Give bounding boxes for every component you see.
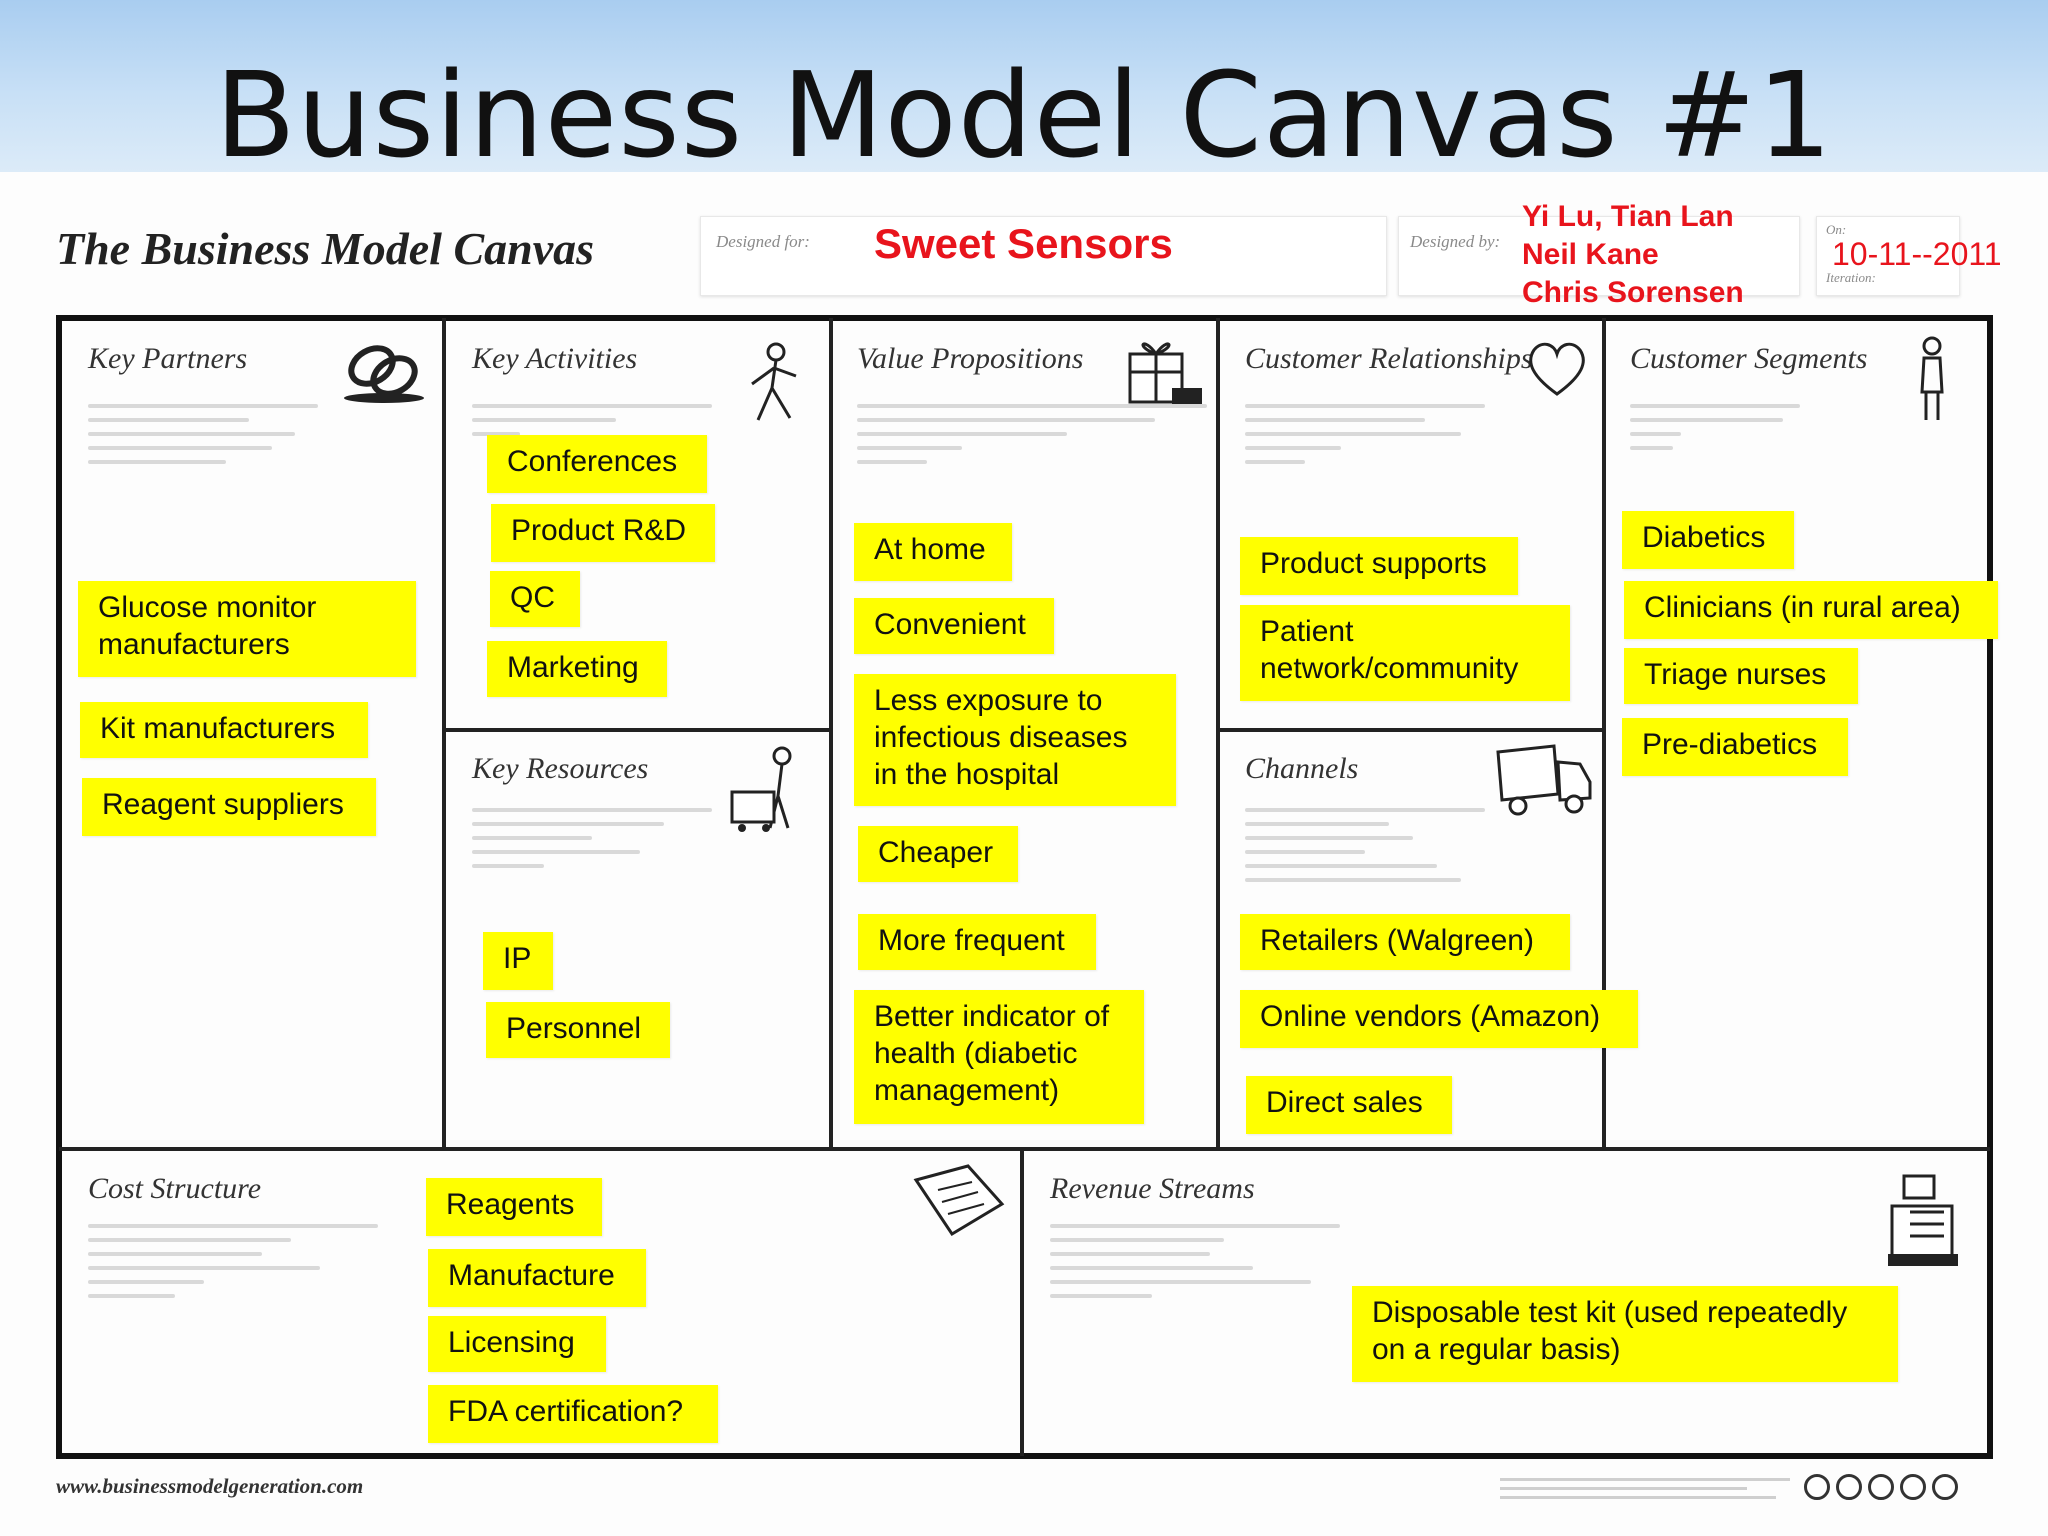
- sticky-note: Diabetics: [1622, 511, 1794, 569]
- sticky-note: Better indicator of health (diabetic man…: [854, 990, 1144, 1124]
- divider: [829, 318, 833, 1150]
- sticky-note: Conferences: [487, 435, 707, 493]
- sticky-note: Marketing: [487, 641, 667, 697]
- sticky-note: Convenient: [854, 598, 1054, 654]
- title-banner: [0, 0, 2048, 172]
- section-title-key-partners: Key Partners: [88, 342, 248, 375]
- by-icon: [1836, 1474, 1862, 1500]
- sticky-note: Personnel: [486, 1002, 670, 1058]
- sticky-note: Triage nurses: [1624, 648, 1858, 704]
- divider: [1602, 318, 1606, 1150]
- section-title-customer-segments: Customer Segments: [1630, 342, 1868, 375]
- sa-icon: [1868, 1474, 1894, 1500]
- guidance-text: [472, 808, 712, 878]
- guidance-text: [857, 404, 1207, 474]
- person-icon: [1920, 336, 1944, 420]
- sticky-note: More frequent: [858, 914, 1096, 970]
- divider: [442, 318, 446, 1150]
- guidance-text: [1050, 1224, 1340, 1308]
- sticky-note: FDA certification?: [428, 1385, 718, 1443]
- sticky-note: Online vendors (Amazon): [1240, 990, 1638, 1048]
- footer-url: www.businessmodelgeneration.com: [56, 1474, 364, 1498]
- nc-icon: [1900, 1474, 1926, 1500]
- sticky-note: Pre-diabetics: [1622, 718, 1848, 776]
- guidance-text: [88, 404, 318, 474]
- worker-icon: [751, 342, 797, 421]
- sticky-note: Reagent suppliers: [82, 778, 376, 836]
- designed-for-label: Designed for:: [716, 232, 810, 251]
- sticky-note: Product supports: [1240, 537, 1518, 595]
- sticky-note: Patient network/community: [1240, 605, 1570, 701]
- designed-by-box: [1398, 216, 1800, 296]
- iteration-label: Iteration:: [1826, 270, 1876, 285]
- section-title-cost-structure: Cost Structure: [88, 1172, 262, 1205]
- divider: [444, 728, 831, 732]
- on-label: On:: [1826, 222, 1847, 237]
- designer-line-2: Neil Kane: [1522, 238, 1659, 271]
- price-tag-icon: [913, 1164, 1005, 1237]
- sticky-note: Less exposure to infectious diseases in …: [854, 674, 1176, 806]
- cc-icon: [1804, 1474, 1830, 1500]
- designer-line-3: Chris Sorensen: [1522, 276, 1744, 309]
- guidance-text: [1245, 404, 1485, 474]
- designer-line-1: Yi Lu, Tian Lan: [1522, 200, 1734, 233]
- cash-register-icon: [1888, 1174, 1958, 1266]
- designed-for-value: Sweet Sensors: [874, 220, 1173, 267]
- section-title-key-resources: Key Resources: [472, 752, 649, 785]
- sticky-note: Disposable test kit (used repeatedly on …: [1352, 1286, 1898, 1382]
- guidance-text: [1630, 404, 1800, 460]
- sticky-note: Direct sales: [1246, 1076, 1452, 1134]
- divider: [1218, 728, 1604, 732]
- guidance-text: [472, 404, 712, 446]
- sticky-note: Reagents: [426, 1178, 602, 1236]
- info-icon: [1932, 1474, 1958, 1500]
- sticky-note: Retailers (Walgreen): [1240, 914, 1570, 970]
- sticky-note: QC: [490, 571, 580, 627]
- section-title-channels: Channels: [1245, 752, 1359, 785]
- sticky-note: Licensing: [428, 1316, 606, 1372]
- delivery-truck-icon: [1496, 744, 1592, 816]
- section-title-key-activities: Key Activities: [472, 342, 638, 375]
- heart-icon: [1529, 342, 1585, 396]
- sticky-note: Product R&D: [491, 504, 715, 562]
- license-fine-print: [1500, 1478, 1790, 1505]
- sticky-note: Kit manufacturers: [80, 702, 368, 758]
- canvas-heading: The Business Model Canvas: [56, 223, 595, 274]
- chain-links-icon: [344, 345, 424, 403]
- section-title-customer-relationships: Customer Relationships: [1245, 342, 1533, 375]
- designed-by-label: Designed by:: [1410, 232, 1501, 251]
- divider: [1216, 318, 1220, 1150]
- sticky-note: At home: [854, 523, 1012, 581]
- sticky-note: IP: [483, 932, 553, 990]
- date-value: 10-11--2011: [1832, 236, 2002, 272]
- date-box: [1816, 216, 1960, 296]
- divider: [59, 1147, 1990, 1151]
- sticky-note: Cheaper: [858, 826, 1018, 882]
- sticky-note: Glucose monitor manufacturers: [78, 581, 416, 677]
- slide-title: Business Model Canvas #1: [214, 46, 1834, 184]
- sticky-note: Manufacture: [428, 1249, 646, 1307]
- section-title-revenue-streams: Revenue Streams: [1050, 1172, 1255, 1205]
- license-icons: [1804, 1474, 1958, 1500]
- canvas-frame: [56, 315, 1993, 1459]
- designed-for-box: [700, 216, 1387, 296]
- divider: [1020, 1149, 1024, 1456]
- section-title-value-propositions: Value Propositions: [857, 342, 1084, 375]
- gift-box-icon: [1128, 342, 1202, 404]
- sticky-note: Clinicians (in rural area): [1624, 581, 1998, 639]
- guidance-text: [1245, 808, 1485, 892]
- worker-with-cart-icon: [730, 746, 792, 832]
- guidance-text: [88, 1224, 378, 1308]
